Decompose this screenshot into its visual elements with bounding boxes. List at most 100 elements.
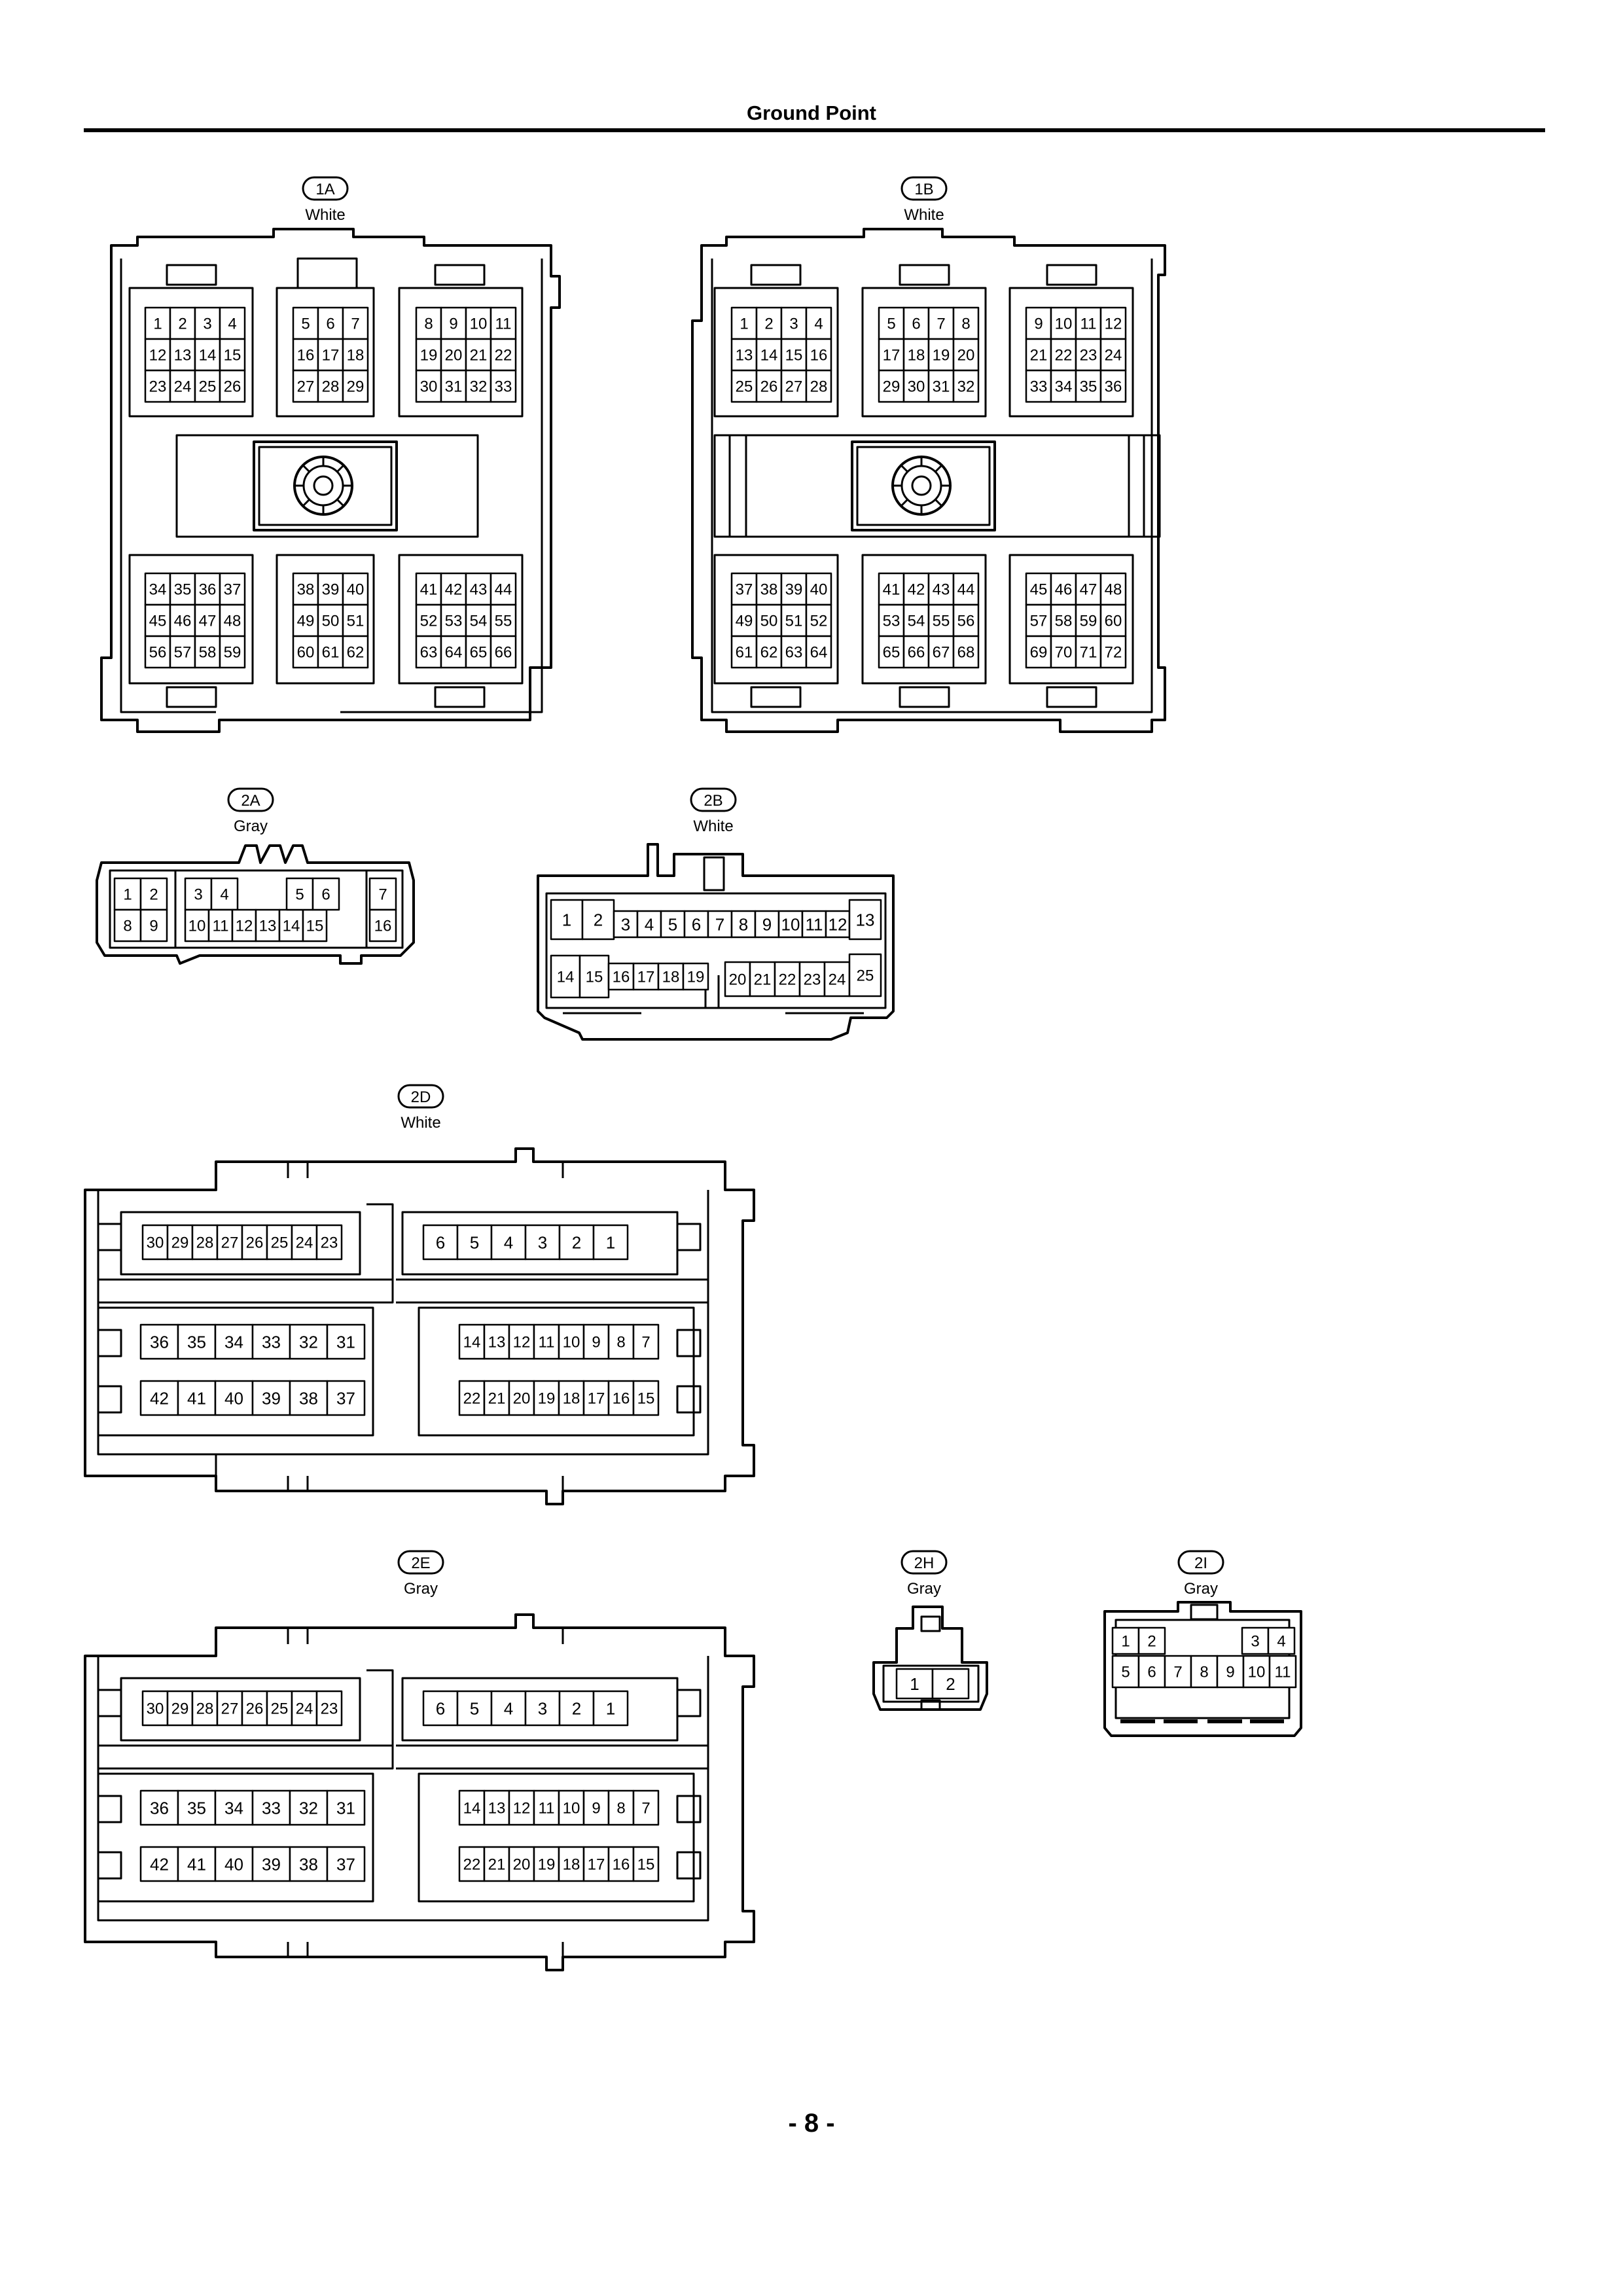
- connector-1a-pin-cell: [169, 572, 196, 606]
- connector-1a-pin-cell: [194, 572, 221, 606]
- connector-1a-pin: 66: [495, 644, 512, 662]
- connector-1b-pin: 64: [810, 644, 828, 662]
- connector-2e-pin-cell: [326, 1846, 366, 1882]
- connector-1a-pin-cell: [440, 306, 467, 340]
- connector-1b-pin: 46: [1055, 581, 1073, 599]
- connector-2e: [84, 1613, 755, 1971]
- connector-2d-pin: 25: [271, 1234, 289, 1252]
- connector-1b-pin: 65: [883, 644, 901, 662]
- connector-1a-pin: 7: [351, 315, 359, 333]
- connector-1b-pin: 72: [1105, 644, 1122, 662]
- connector-2e-pin: 31: [336, 1798, 355, 1818]
- connector-1b-cavity-bottom-mid: [861, 554, 987, 685]
- connector-1b-pin: 15: [785, 347, 803, 365]
- connector-2e-pin: 10: [563, 1800, 580, 1818]
- connector-2d-pin: 41: [187, 1388, 206, 1408]
- connector-2d-pin-cell: [177, 1380, 217, 1416]
- connector-1b-pin: 20: [957, 347, 975, 365]
- connector-2h-pin: 1: [910, 1674, 919, 1694]
- connector-2i-pin-cell: [1216, 1655, 1245, 1689]
- connector-1b-pin: 61: [736, 644, 753, 662]
- connector-2a-pin: 4: [220, 886, 228, 904]
- connector-2e-pin-cell: [592, 1690, 629, 1727]
- connector-1b-pin: 54: [908, 613, 925, 630]
- connector-1a-pin-cell: [219, 635, 246, 669]
- connector-1a-pin: 27: [297, 378, 315, 396]
- connector-1b-pin: 42: [908, 581, 925, 599]
- connector-1b-pin: 34: [1055, 378, 1073, 396]
- connector-2d-pin: 33: [262, 1332, 281, 1352]
- connector-2a-pin: 3: [194, 886, 202, 904]
- connector-2b-pin: 5: [668, 914, 677, 934]
- connector-2e-pin: 27: [221, 1700, 239, 1718]
- connector-1b-pin-cell: [805, 635, 832, 669]
- connector-2d-pin: 16: [613, 1390, 630, 1408]
- connector-1a-lock-tab: [434, 264, 486, 286]
- connector-2d-pin-cell: [166, 1224, 194, 1261]
- connector-1a-pin-cell: [415, 338, 442, 372]
- connector-1b-pin: 29: [883, 378, 901, 396]
- connector-1b-pin-cell: [878, 306, 905, 340]
- connector-1a-pin: 25: [199, 378, 217, 396]
- connector-2e-pin-cell: [483, 1789, 510, 1826]
- connector-1a-pin: 10: [470, 315, 488, 333]
- connector-1a-pin: 30: [420, 378, 438, 396]
- connector-2b-pin-cell: [613, 910, 639, 939]
- connector-2e-pin: 5: [470, 1698, 479, 1718]
- connector-1b-pin: 53: [883, 613, 901, 630]
- connector-2a-pin-cell: [113, 908, 142, 942]
- connector-2b-pin-cell: [636, 910, 662, 939]
- connector-2d-pin: 40: [224, 1388, 243, 1408]
- connector-1a: [100, 228, 561, 733]
- connector-1a-pin: 55: [495, 613, 512, 630]
- connector-1a-pin: 20: [445, 347, 463, 365]
- connector-1b-cavity-bottom-right: [1008, 554, 1134, 685]
- connector-1b-pin: 31: [933, 378, 950, 396]
- connector-1b-cavity-top-mid: [861, 287, 987, 418]
- connector-2i-pin: 4: [1277, 1633, 1285, 1651]
- connector-2e-pin: 20: [513, 1856, 531, 1874]
- connector-2e-pin: 41: [187, 1854, 206, 1874]
- connector-1a-pin: 50: [322, 613, 340, 630]
- connector-2b-pin: 25: [857, 967, 874, 985]
- connector-1b-pin: 4: [814, 315, 823, 333]
- connector-1b-housing: [691, 228, 1166, 733]
- connector-1b-pin: 14: [760, 347, 778, 365]
- connector-2e-badge: [397, 1550, 444, 1575]
- connector-2d-pin: 8: [616, 1334, 625, 1352]
- connector-2i-pin: 6: [1147, 1664, 1156, 1681]
- connector-1a-pin: 63: [420, 644, 438, 662]
- connector-1b-pin: 32: [957, 378, 975, 396]
- connector-2d-pin: 12: [513, 1334, 531, 1352]
- connector-1a-pin: 57: [174, 644, 192, 662]
- connector-1a-pin-cell: [342, 635, 369, 669]
- connector-2d-pin-cell: [251, 1323, 291, 1360]
- connector-2b-pin-cell: [683, 910, 709, 939]
- connector-2d-pin: 36: [150, 1332, 169, 1352]
- connector-2d-pin: 15: [637, 1390, 655, 1408]
- connector-2d-pin: 4: [504, 1232, 513, 1252]
- connector-2d-pin: 35: [187, 1332, 206, 1352]
- connector-2e-pin-cell: [582, 1846, 610, 1882]
- connector-1a-pin: 17: [322, 347, 340, 365]
- connector-1b-color-label: White: [904, 206, 944, 224]
- connector-1b-pin: 39: [785, 581, 803, 599]
- connector-1a-cavity-bottom-left: [128, 554, 254, 685]
- connector-1b-pin-cell: [952, 338, 980, 372]
- connector-1a-pin: 14: [199, 347, 217, 365]
- connector-2d-pin-cell: [422, 1224, 459, 1261]
- connector-2e-pin: 21: [488, 1856, 506, 1874]
- connector-2e-pin: 23: [321, 1700, 338, 1718]
- connector-2e-pin-cell: [632, 1846, 660, 1882]
- connector-1a-pin-cell: [490, 369, 517, 403]
- connector-1b-pin-cell: [952, 306, 980, 340]
- connector-2b-pin: 15: [586, 969, 603, 986]
- connector-1a-pin: 35: [174, 581, 192, 599]
- connector-2h-face: [882, 1664, 980, 1703]
- connector-1a-pin-cell: [219, 369, 246, 403]
- connector-2e-pin: 2: [572, 1698, 581, 1718]
- connector-2i-pin-cell: [1111, 1626, 1140, 1655]
- connector-2d-badge: [397, 1084, 444, 1109]
- connector-1a-pin-cell: [219, 306, 246, 340]
